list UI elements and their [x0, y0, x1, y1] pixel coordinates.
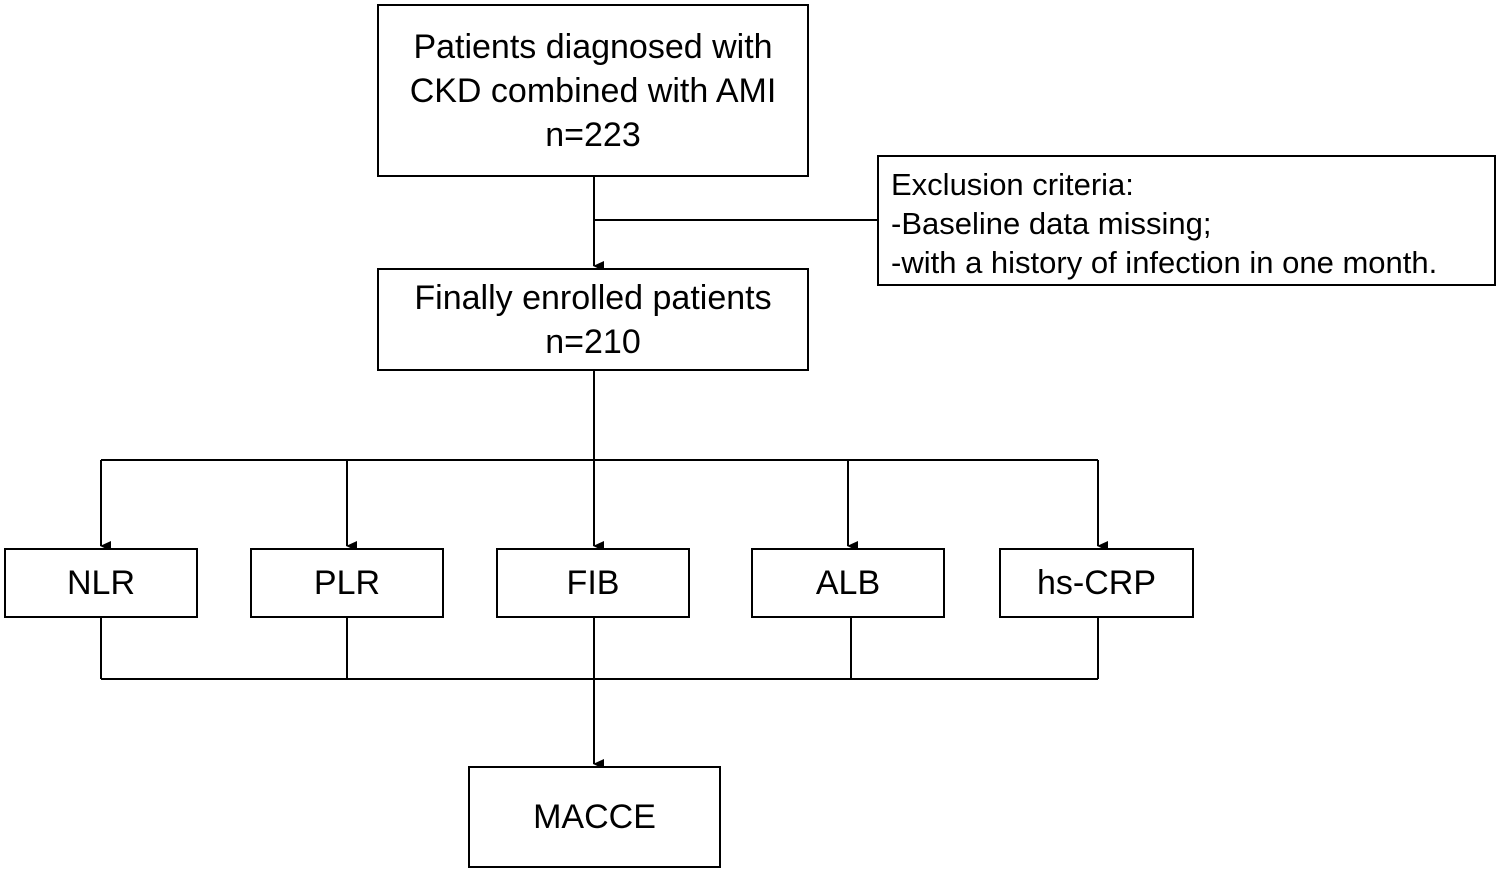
exclusion-title: Exclusion criteria: — [891, 167, 1134, 202]
box-exclusion-criteria: Exclusion criteria: -Baseline data missi… — [877, 155, 1496, 286]
enrolled-count: n=210 — [545, 322, 641, 361]
exclusion-item-2: -with a history of infection in one mont… — [891, 245, 1438, 280]
box-marker-plr: PLR — [250, 548, 444, 618]
box-enrolled-patients: Finally enrolled patients n=210 — [377, 268, 809, 371]
box-marker-hscrp: hs-CRP — [999, 548, 1194, 618]
enrolled-line-1: Finally enrolled patients — [414, 278, 772, 317]
box-marker-alb: ALB — [751, 548, 945, 618]
box-marker-fib: FIB — [496, 548, 690, 618]
initial-line-1: Patients diagnosed with — [413, 27, 773, 66]
marker-label-plr: PLR — [313, 564, 381, 602]
initial-count: n=223 — [545, 115, 641, 154]
marker-label-nlr: NLR — [66, 564, 136, 602]
box-marker-nlr: NLR — [4, 548, 198, 618]
box-outcome-macce: MACCE — [468, 766, 721, 868]
outcome-label: MACCE — [533, 798, 656, 836]
exclusion-item-1: -Baseline data missing; — [891, 206, 1212, 241]
box-initial-patients: Patients diagnosed with CKD combined wit… — [377, 4, 809, 177]
initial-line-2: CKD combined with AMI — [409, 71, 777, 110]
marker-label-alb: ALB — [815, 564, 881, 602]
marker-label-fib: FIB — [566, 564, 620, 602]
marker-label-hscrp: hs-CRP — [1036, 564, 1157, 602]
